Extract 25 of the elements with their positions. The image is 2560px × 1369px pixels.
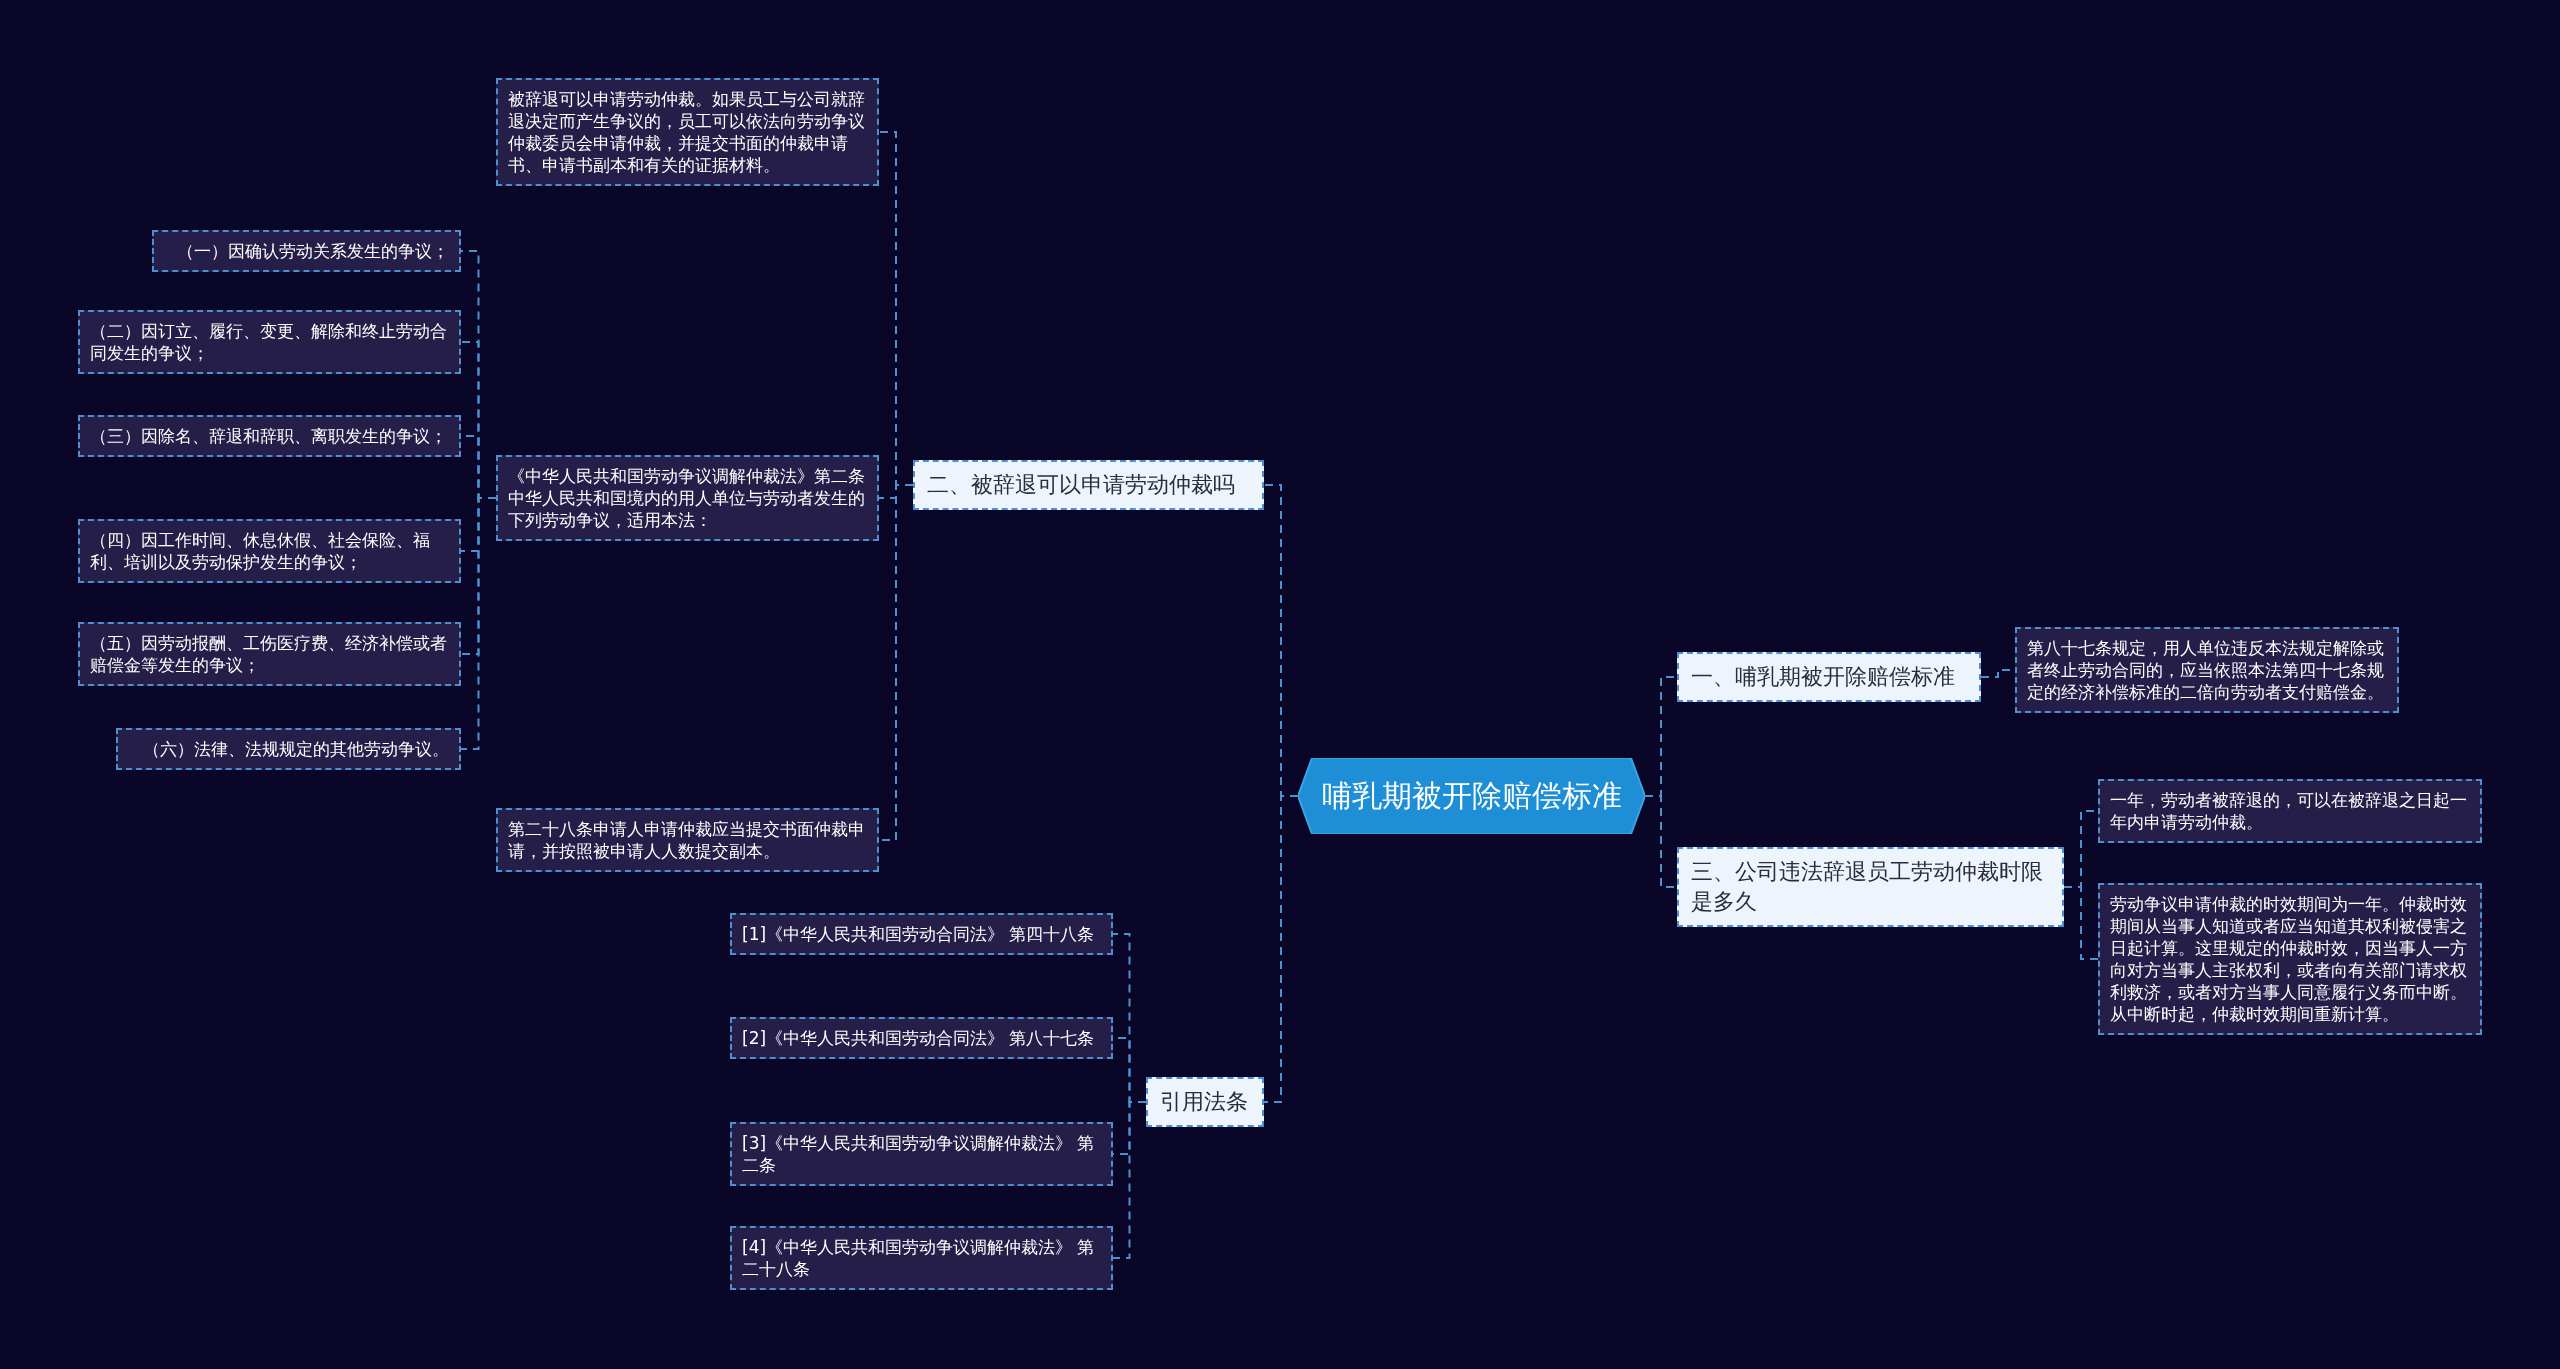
detail-note: 第八十七条规定，用人单位违反本法规定解除或者终止劳动合同的，应当依照本法第四十七条规定的经济补偿标准的二倍向劳动者支付赔偿金。 xyxy=(2015,627,2399,713)
connector-line xyxy=(460,497,497,750)
detail-note: 《中华人民共和国劳动争议调解仲裁法》第二条中华人民共和国境内的用人单位与劳动者发生的下列劳动争议，适用本法： xyxy=(496,455,879,541)
detail-note: （三）因除名、辞退和辞职、离职发生的争议； xyxy=(78,415,461,457)
connector-line xyxy=(1263,795,1299,1103)
detail-note: 被辞退可以申请劳动仲裁。如果员工与公司就辞退决定而产生争议的，员工可以依法向劳动争议仲裁委员会申请仲裁，并提交书面的仲裁申请书、申请书副本和有关的证据材料。 xyxy=(496,78,879,186)
detail-note: （一）因确认劳动关系发生的争议； xyxy=(152,230,461,272)
detail-note: （四）因工作时间、休息休假、社会保险、福利、培训以及劳动保护发生的争议； xyxy=(78,519,461,583)
branch-topic: 引用法条 xyxy=(1146,1077,1264,1127)
central-topic-text: 哺乳期被开除赔偿标准 xyxy=(1321,776,1622,815)
connector-line xyxy=(2063,886,2099,960)
branch-topic: 三、公司违法辞退员工劳动仲裁时限是多久 xyxy=(1677,847,2064,927)
detail-note: [1]《中华人民共和国劳动合同法》 第四十八条 xyxy=(730,913,1113,955)
branch-topic: 一、哺乳期被开除赔偿标准 xyxy=(1677,652,1981,702)
detail-note: （五）因劳动报酬、工伤医疗费、经济补偿或者赔偿金等发生的争议； xyxy=(78,622,461,686)
connector-line xyxy=(1112,1101,1147,1259)
branch-topic: 二、被辞退可以申请劳动仲裁吗 xyxy=(913,460,1264,510)
detail-note: （二）因订立、履行、变更、解除和终止劳动合同发生的争议； xyxy=(78,310,461,374)
detail-note: （六）法律、法规规定的其他劳动争议。 xyxy=(116,728,461,770)
detail-note: 一年，劳动者被辞退的，可以在被辞退之日起一年内申请劳动仲裁。 xyxy=(2098,779,2482,843)
detail-note: [4]《中华人民共和国劳动争议调解仲裁法》 第二十八条 xyxy=(730,1226,1113,1290)
detail-note: [3]《中华人民共和国劳动争议调解仲裁法》 第二条 xyxy=(730,1122,1113,1186)
detail-note: 劳动争议申请仲裁的时效期间为一年。仲裁时效期间从当事人知道或者应当知道其权利被侵害之日起计算。这里规定的仲裁时效，因当事人一方向对方当事人主张权利，或者向有关部门请求权利救济，或者对方当事人同意履行义务而中断。从中断时起，仲裁时效期间重新计算。 xyxy=(2098,883,2482,1035)
detail-note: 第二十八条申请人申请仲裁应当提交书面仲裁申请，并按照被申请人人数提交副本。 xyxy=(496,808,879,872)
detail-note: [2]《中华人民共和国劳动合同法》 第八十七条 xyxy=(730,1017,1113,1059)
